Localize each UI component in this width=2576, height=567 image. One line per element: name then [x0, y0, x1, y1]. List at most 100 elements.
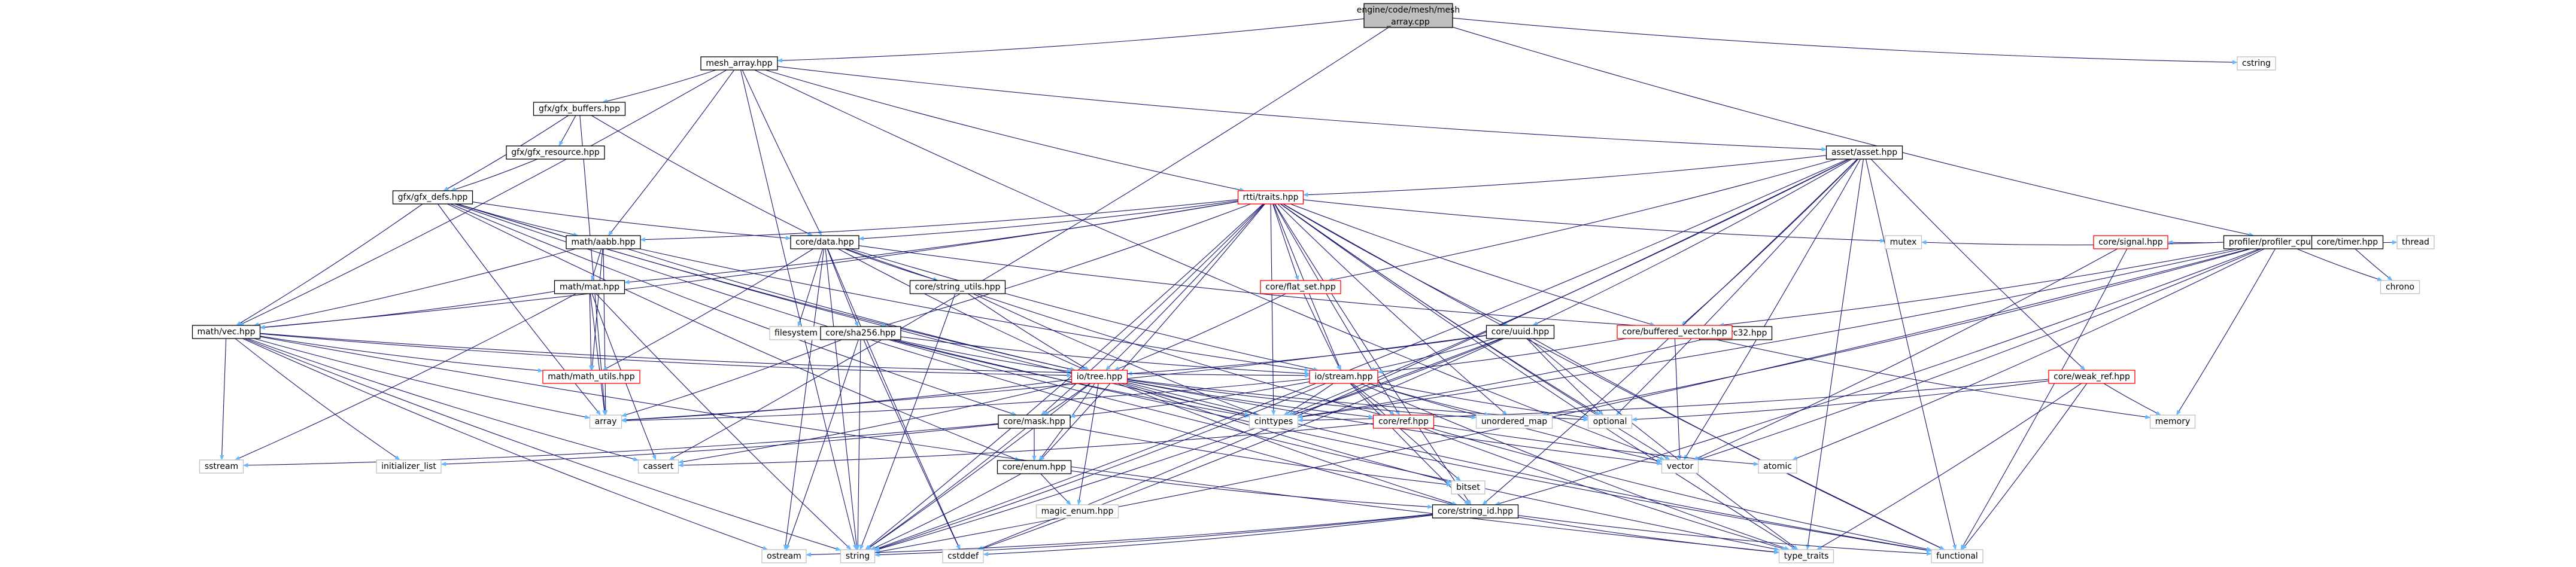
node-thread: thread	[2396, 235, 2435, 249]
node-core-enum[interactable]: core/enum.hpp	[997, 460, 1072, 474]
node-gfx-buffers[interactable]: gfx/gfx_buffers.hpp	[533, 102, 626, 116]
node-box	[1617, 325, 1733, 339]
node-label: cassert	[643, 462, 674, 471]
node-label: core/ref.hpp	[1378, 417, 1429, 426]
node-label: core/weak_ref.hpp	[2053, 372, 2130, 382]
edge-string-utils-to-cinttypes	[973, 293, 1259, 416]
node-ostream: ostream	[761, 549, 807, 563]
node-io-tree[interactable]: io/tree.hpp	[1071, 370, 1128, 384]
node-core-mask[interactable]: core/mask.hpp	[998, 414, 1071, 429]
node-label: atomic	[1763, 462, 1792, 471]
node-box	[1237, 190, 1304, 205]
node-sha256[interactable]: core/sha256.hpp	[820, 326, 901, 340]
node-label: type_traits	[1784, 551, 1829, 561]
node-math-mat[interactable]: math/mat.hpp	[554, 280, 625, 294]
node-cstddef: cstddef	[942, 549, 984, 563]
edge-profiler-to-unordered-map	[1542, 248, 2252, 416]
edge-core-data-to-string	[825, 248, 859, 550]
node-box	[589, 414, 622, 429]
edge-string-id-to-type-traits	[1518, 517, 1780, 554]
edge-sha256-to-string	[855, 339, 861, 550]
node-functional: functional	[1931, 549, 1983, 563]
edge-buffered-vector-to-vector	[1674, 338, 1682, 461]
node-optional: optional	[1587, 414, 1633, 429]
node-box	[942, 549, 984, 563]
node-string-utils[interactable]: core/string_utils.hpp	[909, 280, 1006, 294]
edge-io-stream-to-bitset	[1351, 383, 1462, 481]
edge-root-to-cstring	[1452, 17, 2238, 65]
node-label: math/math_utils.hpp	[548, 372, 635, 382]
node-label: array	[595, 417, 617, 426]
node-math-aabb[interactable]: math/aabb.hpp	[566, 235, 641, 249]
edge-weak-ref-to-memory	[2103, 383, 2162, 416]
node-root: engine/code/mesh/mesh_array.cpp	[1357, 3, 1460, 28]
node-math-utils[interactable]: math/math_utils.hpp	[542, 370, 640, 384]
edge-rtti-traits-to-sha256	[880, 203, 1251, 328]
node-mesh-array[interactable]: mesh_array.hpp	[700, 56, 778, 71]
node-buffered-vector[interactable]: core/buffered_vector.hpp	[1617, 325, 1733, 339]
edge-io-tree-to-string-id	[1117, 383, 1458, 506]
edge-rtti-traits-to-io-tree	[1105, 203, 1265, 371]
edge-sha256-to-ostream	[786, 339, 859, 550]
node-box	[1486, 325, 1555, 339]
node-box	[1884, 235, 1922, 249]
edge-root-to-profiler	[1452, 26, 2255, 237]
edge-mesh-array-to-gfx-buffers	[602, 69, 716, 103]
edge-math-aabb-to-math-vec	[253, 248, 576, 327]
node-label: filesystem	[774, 328, 818, 338]
node-core-data[interactable]: core/data.hpp	[790, 235, 859, 249]
node-box	[2396, 235, 2435, 249]
node-box	[998, 414, 1071, 429]
node-memory: memory	[2149, 414, 2196, 429]
edge-rtti-traits-to-string-id	[1274, 203, 1472, 505]
node-asset[interactable]: asset/asset.hpp	[1825, 145, 1903, 160]
node-box	[1825, 145, 1903, 160]
node-label: initializer_list	[381, 462, 436, 471]
node-rtti-traits[interactable]: rtti/traits.hpp	[1237, 190, 1304, 205]
node-label: mesh_array.hpp	[706, 59, 772, 68]
node-uuid[interactable]: core/uuid.hpp	[1486, 325, 1555, 339]
node-label: core/buffered_vector.hpp	[1622, 327, 1727, 337]
node-box	[392, 190, 473, 205]
edge-core-data-to-math-utils	[602, 248, 814, 371]
node-label: magic_enum.hpp	[1041, 507, 1114, 516]
edge-mesh-array-to-string	[740, 69, 857, 550]
node-box	[1260, 280, 1341, 294]
node-flat-set[interactable]: core/flat_set.hpp	[1260, 280, 1341, 294]
node-sstream: sstream	[199, 459, 244, 474]
node-label: core/data.hpp	[795, 237, 854, 247]
node-string-id[interactable]: core/string_id.hpp	[1432, 504, 1519, 519]
edge-core-ref-to-functional	[1430, 428, 1932, 551]
edge-asset-to-functional	[1865, 158, 1957, 550]
edge-core-ref-to-atomic	[1433, 425, 1759, 467]
edge-sha256-to-io-stream	[900, 336, 1310, 376]
node-box	[1475, 414, 1553, 429]
edge-io-stream-to-type-traits	[1360, 383, 1790, 550]
edge-string-id-to-ostream	[806, 514, 1433, 557]
edge-signal-to-functional	[1960, 248, 2128, 550]
node-gfx-resource[interactable]: gfx/gfx_resource.hpp	[506, 145, 605, 160]
edge-math-mat-to-array	[590, 293, 607, 416]
node-label: unordered_map	[1481, 417, 1547, 426]
node-io-stream[interactable]: io/stream.hpp	[1309, 370, 1378, 384]
node-gfx-defs[interactable]: gfx/gfx_defs.hpp	[392, 190, 473, 205]
edge-core-data-to-core-ref	[846, 248, 1383, 416]
edge-core-ref-to-cassert	[678, 423, 1374, 468]
node-signal[interactable]: core/signal.hpp	[2093, 235, 2168, 249]
node-box	[566, 235, 641, 249]
node-core-ref[interactable]: core/ref.hpp	[1372, 414, 1435, 429]
node-weak-ref[interactable]: core/weak_ref.hpp	[2048, 370, 2135, 384]
edge-core-mask-to-initializer-list	[441, 423, 999, 467]
node-cassert: cassert	[637, 459, 679, 474]
edge-io-tree-to-string	[866, 383, 1091, 550]
node-timer[interactable]: core/timer.hpp	[2311, 235, 2384, 249]
edge-rtti-traits-to-uuid	[1283, 203, 1509, 326]
edge-gfx-resource-to-gfx-defs	[450, 158, 538, 191]
node-math-vec[interactable]: math/vec.hpp	[192, 325, 261, 339]
node-label: ostream	[767, 551, 801, 561]
node-profiler[interactable]: profiler/profiler_cpu.hpp	[2223, 235, 2335, 249]
edge-root-to-mesh-array	[777, 18, 1365, 63]
node-label: mutex	[1890, 237, 1917, 247]
edge-io-stream-to-optional	[1377, 382, 1589, 420]
node-box	[700, 56, 778, 71]
